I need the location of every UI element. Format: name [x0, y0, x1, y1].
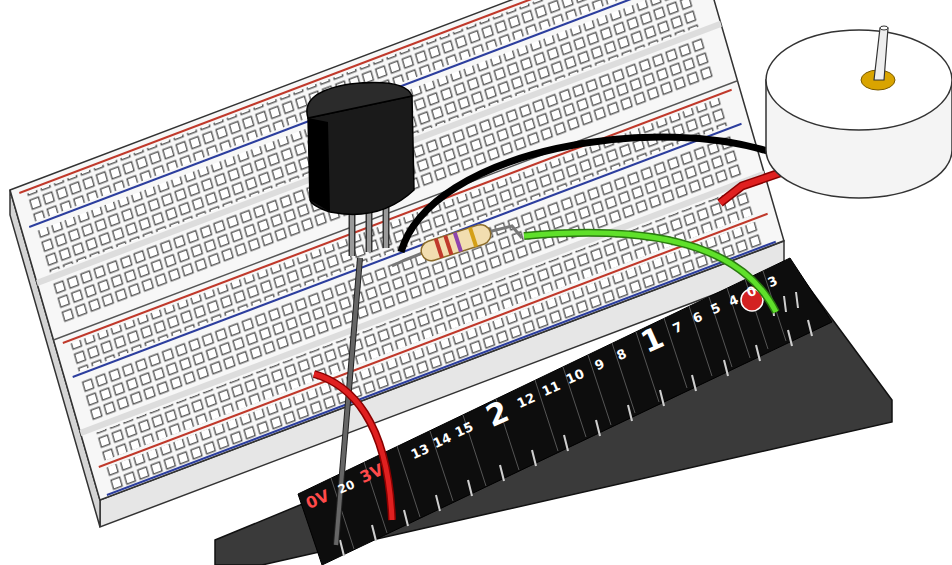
pin-label: 11	[540, 379, 562, 398]
header-pins	[340, 292, 812, 556]
pin-label: 14	[431, 431, 453, 450]
connector-pads	[298, 258, 832, 565]
pin-label: 3V	[358, 462, 386, 486]
pin-label: 20	[336, 478, 356, 496]
transistor	[307, 83, 414, 257]
pin-label: 1	[636, 322, 667, 358]
green-wire-core	[524, 233, 776, 312]
pin-label: 12	[515, 391, 537, 410]
resistor-symbol	[392, 222, 522, 266]
pin-label: 0	[745, 284, 759, 300]
pin-label: 6	[691, 310, 705, 326]
pin-label: 5	[709, 301, 723, 317]
pin-label: 7	[671, 319, 685, 335]
pin-label: 0V	[304, 488, 332, 512]
pin-label: 2	[481, 396, 512, 432]
pin-label: 3	[766, 274, 780, 290]
motor	[766, 26, 952, 198]
pin-label: 4	[727, 293, 741, 309]
green-wire	[524, 233, 776, 312]
pin-label: 15	[453, 420, 475, 439]
pin-label: 9	[593, 357, 607, 373]
pin-label: 8	[615, 346, 629, 362]
pad-separators	[331, 271, 786, 549]
pin-label: 10	[564, 367, 586, 386]
pin-label: 13	[409, 441, 431, 460]
